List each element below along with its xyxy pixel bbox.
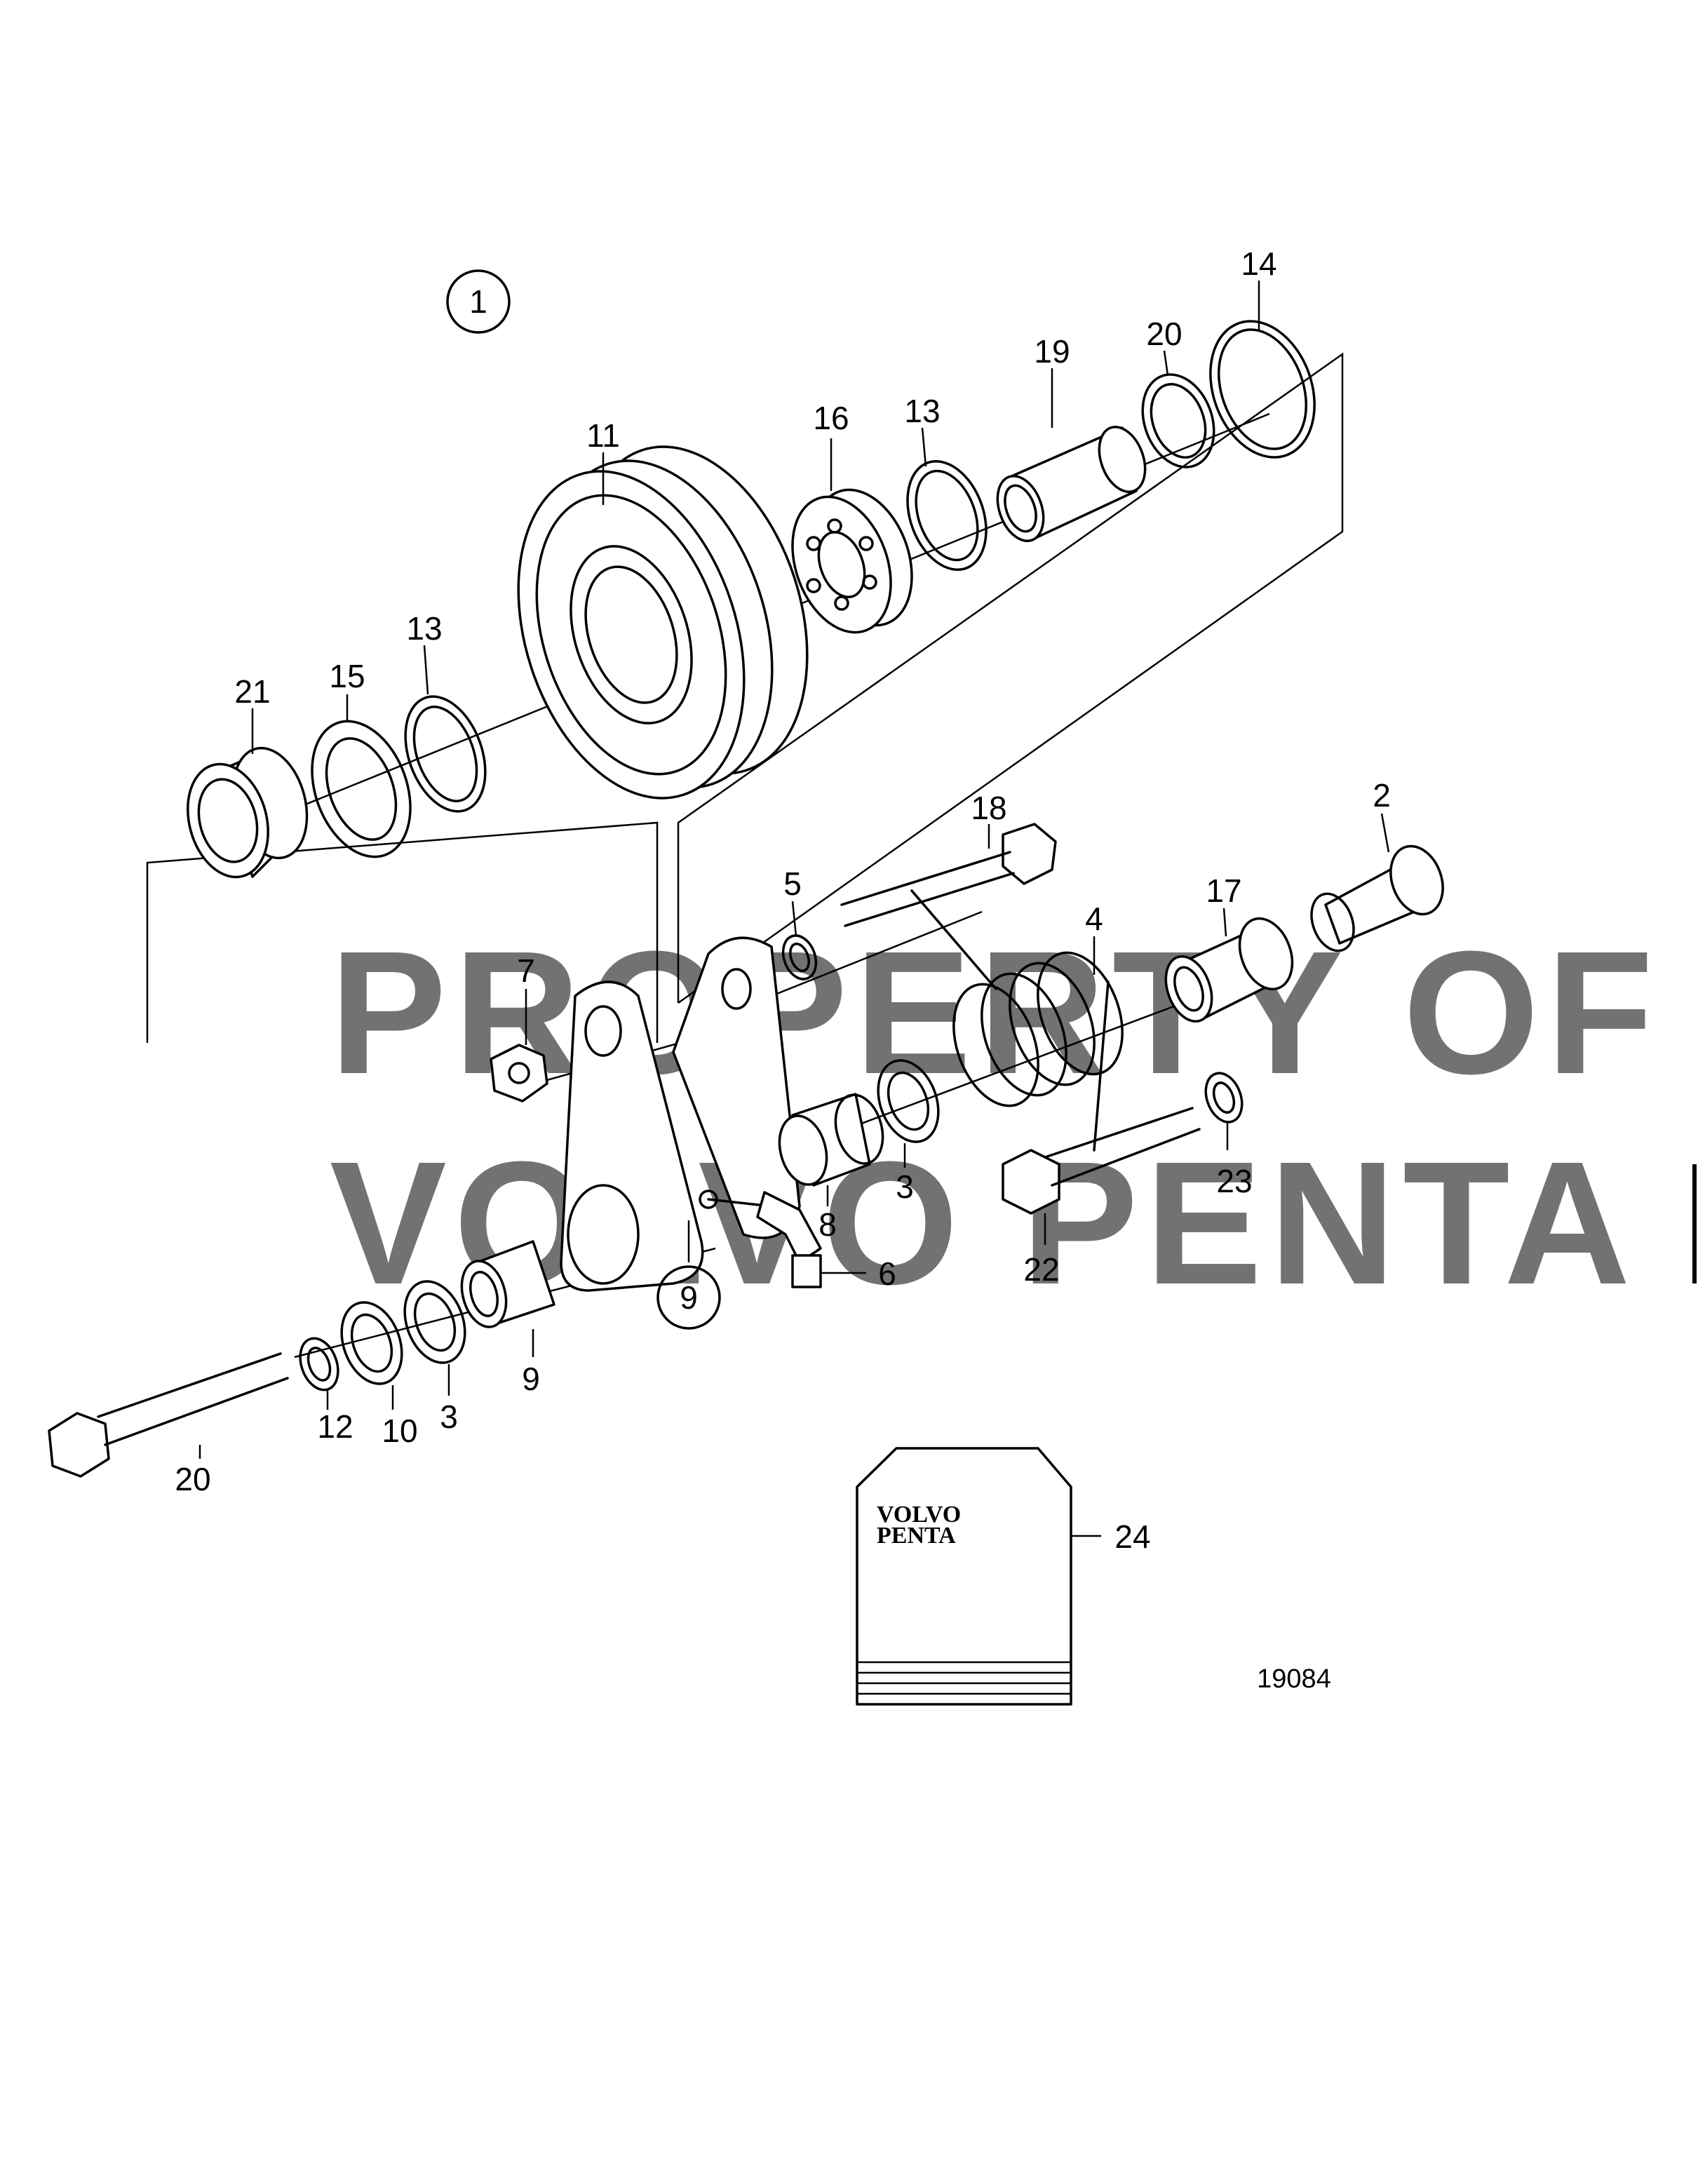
kit-logo-line-2: PENTA (877, 1523, 956, 1549)
callout-13-lower: 13 (406, 610, 442, 647)
bolt-part-18 (840, 823, 1057, 927)
spring-part-4 (910, 889, 1124, 1152)
washer-part-3-upper (877, 1059, 940, 1143)
callout-4: 4 (1085, 901, 1103, 937)
bolt-part-22 (1002, 1107, 1201, 1215)
washer-part-5 (781, 934, 818, 980)
grease-nipple-part-6 (707, 1191, 822, 1288)
callout-6: 6 (878, 1255, 896, 1292)
callout-3-lower: 3 (440, 1398, 458, 1435)
leader-lines (198, 281, 1390, 1537)
bushing-part-2 (1310, 844, 1444, 952)
circlip-large-part (1209, 320, 1316, 459)
bearing-part-16 (791, 488, 913, 634)
kit-logo-line-1: VOLVO (877, 1502, 961, 1528)
callout-3-upper: 3 (896, 1168, 914, 1205)
callout-22: 22 (1023, 1251, 1059, 1288)
callout-19: 19 (1034, 333, 1070, 370)
seal-part-21 (187, 746, 309, 879)
callout-20-lower: 20 (175, 1461, 210, 1497)
washer-part-3-lower (403, 1280, 466, 1364)
callout-18: 18 (971, 790, 1006, 826)
bushing-part-9-upper (778, 1093, 884, 1187)
ring-part-20 (1141, 373, 1215, 469)
callout-2: 2 (1373, 777, 1391, 814)
callout-8: 9 (680, 1279, 698, 1316)
callout-13-upper: 13 (904, 393, 940, 429)
nut-part-7 (490, 1044, 548, 1103)
bushing-part-17 (1164, 917, 1294, 1023)
circlip-part-13-lower (404, 695, 487, 813)
watermark-line-1: PROPERTY OF (330, 915, 1660, 1110)
circlip-part-13-upper (906, 459, 988, 572)
bushing-part-9-lower (460, 1240, 555, 1328)
kit-bag-part-24: VOLVO PENTA (856, 1447, 1072, 1706)
callout-16: 16 (813, 400, 849, 436)
callout-11: 11 (586, 417, 620, 454)
washer-part-12 (299, 1337, 339, 1391)
callout-15: 15 (329, 658, 365, 694)
washer-part-23 (1204, 1072, 1244, 1124)
callout-24: 24 (1114, 1518, 1150, 1555)
group-marker-label: 1 (469, 283, 487, 320)
pulley-part-11 (517, 445, 809, 800)
bolt-part-20 (48, 1352, 289, 1478)
callout-9-upper: 8 (818, 1206, 837, 1243)
callout-17: 17 (1206, 872, 1241, 909)
upper-assembly-frame (146, 352, 1344, 1043)
callout-20-upper: 20 (1146, 316, 1182, 352)
callout-12: 12 (317, 1408, 353, 1445)
bushing-part-19 (996, 425, 1147, 543)
callout-14: 14 (1241, 245, 1276, 282)
callout-21: 21 (234, 673, 270, 710)
callout-labels: 14 20 19 13 16 11 13 15 21 18 5 4 17 2 7… (175, 245, 1390, 1555)
drawing-number: 19084 (1257, 1664, 1331, 1694)
washer-part-10 (340, 1301, 403, 1385)
watermark: PROPERTY OF VOLVO PENTA (330, 915, 1660, 1321)
callout-5: 5 (783, 865, 802, 902)
callout-10: 10 (382, 1413, 417, 1449)
part-8-marker (656, 1265, 721, 1330)
washer-part-15 (311, 720, 412, 858)
callout-23: 23 (1216, 1163, 1252, 1199)
callout-7: 7 (517, 952, 535, 989)
group-marker: 1 (446, 269, 511, 334)
callout-9-lower: 9 (522, 1361, 540, 1397)
